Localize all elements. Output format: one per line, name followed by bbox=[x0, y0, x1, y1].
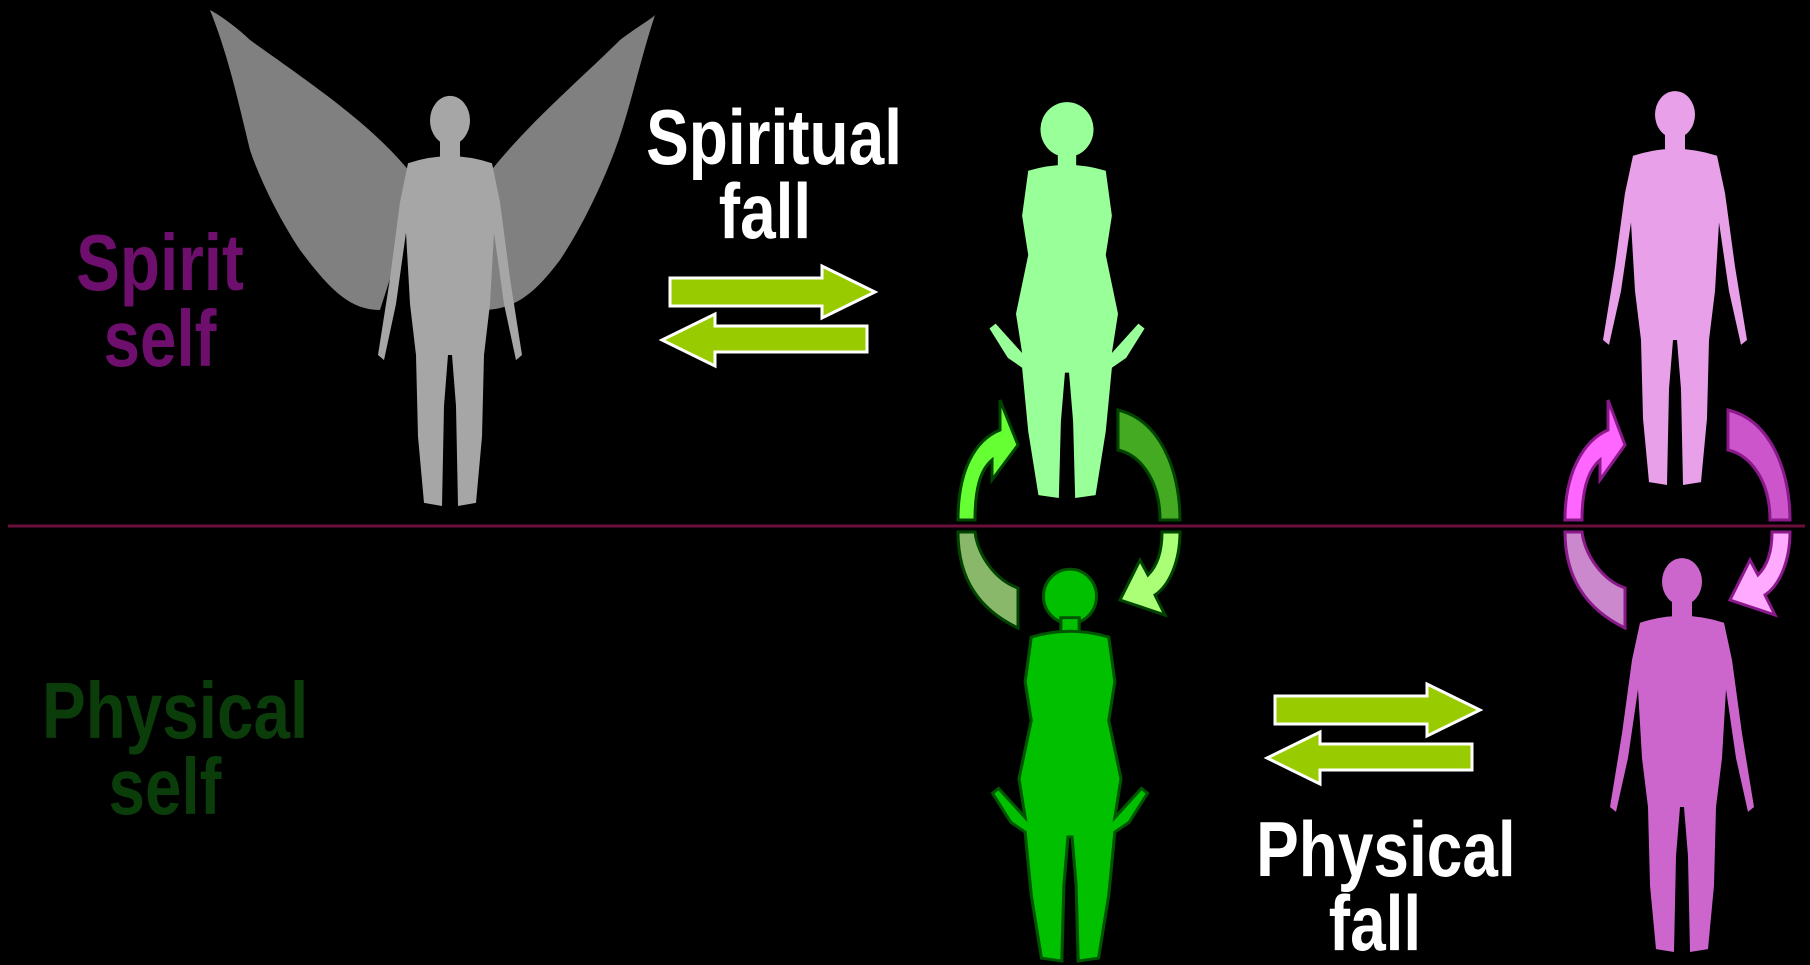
cycle-arrow-upper-right-icon bbox=[1118, 410, 1180, 520]
spirit-self-line-2: self bbox=[74, 301, 246, 377]
cycle-arrow-lower-right-icon bbox=[1120, 532, 1180, 615]
physical-fall-line-1: Physical bbox=[1256, 812, 1494, 886]
cycle-arrow-upper-left-icon bbox=[958, 400, 1018, 520]
arrow-left-icon bbox=[1267, 732, 1472, 784]
physical-self-line-2: self bbox=[42, 749, 288, 825]
spiritual-fall-line-2: fall bbox=[646, 174, 884, 248]
cycle-arrow-upper-right-icon bbox=[1728, 410, 1790, 520]
spiritual-fall-exchange-arrows-icon bbox=[662, 266, 875, 366]
angel-icon bbox=[210, 10, 655, 506]
physical-fall-exchange-arrows-icon bbox=[1267, 684, 1480, 784]
arrow-right-icon bbox=[670, 266, 875, 318]
spirit-self-label: Spirit self bbox=[74, 225, 246, 377]
spiritual-fall-line-1: Spiritual bbox=[646, 100, 884, 174]
cycle-arrow-lower-right-icon bbox=[1730, 532, 1790, 615]
pink-physical-figure-icon bbox=[1610, 558, 1754, 952]
physical-fall-label: Physical fall bbox=[1256, 812, 1494, 960]
pink-spirit-figure-icon bbox=[1603, 91, 1747, 485]
cycle-arrow-lower-left-icon bbox=[958, 532, 1018, 628]
cycle-arrow-lower-left-icon bbox=[1565, 532, 1625, 628]
cycle-arrow-upper-left-icon bbox=[1565, 400, 1625, 520]
physical-self-line-1: Physical bbox=[42, 673, 288, 749]
arrow-left-icon bbox=[662, 314, 867, 366]
physical-fall-line-2: fall bbox=[1256, 886, 1494, 960]
spirit-self-line-1: Spirit bbox=[74, 225, 246, 301]
spiritual-fall-label: Spiritual fall bbox=[646, 100, 884, 248]
arrow-right-icon bbox=[1275, 684, 1480, 736]
physical-self-label: Physical self bbox=[42, 673, 288, 825]
